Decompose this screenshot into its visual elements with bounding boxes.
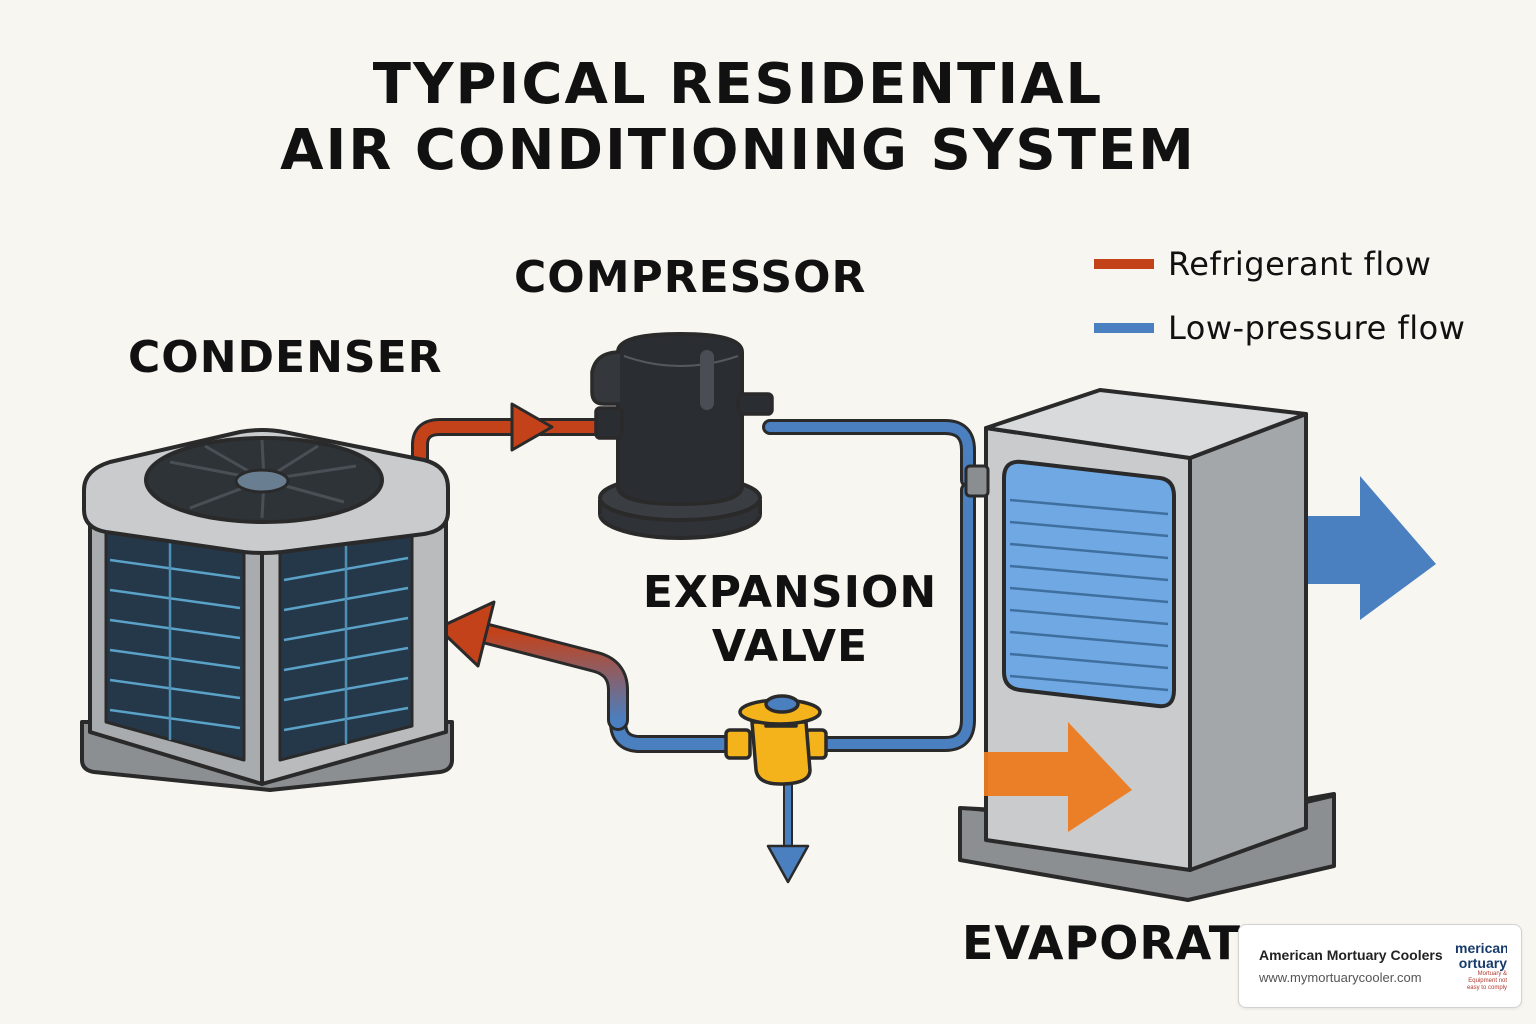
expansion-valve-label: EXPANSION VALVE <box>640 566 940 674</box>
compressor-label: COMPRESSOR <box>514 252 867 303</box>
legend: Refrigerant flow Low-pressure flow <box>1094 244 1465 372</box>
refrigerant-arrow-return <box>436 600 496 668</box>
refrigerant-arrow-top <box>510 402 554 452</box>
condenser-label: CONDENSER <box>128 332 443 383</box>
low-pressure-pipe-bottom <box>609 691 739 753</box>
cool-air-out-arrow <box>1308 476 1436 620</box>
legend-item-low-pressure: Low-pressure flow <box>1094 308 1465 348</box>
drain-arrow <box>766 844 810 884</box>
legend-item-refrigerant: Refrigerant flow <box>1094 244 1465 284</box>
logo-text-line-1: merican <box>1455 941 1507 956</box>
company-logo-icon: merican ortuary Mortuary & Equipment not… <box>1455 941 1507 991</box>
diagram-title: TYPICAL RESIDENTIAL AIR CONDITIONING SYS… <box>0 52 1476 184</box>
watermark-name: American Mortuary Coolers <box>1259 947 1443 963</box>
logo-small-text: Mortuary & Equipment not easy to comply <box>1466 971 1507 991</box>
compressor-unit <box>590 332 774 540</box>
legend-label-low-pressure: Low-pressure flow <box>1168 309 1466 347</box>
expansion-valve <box>724 694 828 786</box>
legend-swatch-refrigerant <box>1094 259 1154 269</box>
warm-air-in-arrow <box>984 722 1132 832</box>
legend-label-refrigerant: Refrigerant flow <box>1168 245 1432 283</box>
title-line-2: AIR CONDITIONING SYSTEM <box>280 118 1196 183</box>
watermark-url[interactable]: www.mymortuarycooler.com <box>1259 970 1422 985</box>
legend-swatch-low-pressure <box>1094 323 1154 333</box>
expansion-valve-label-line-1: EXPANSION <box>642 567 938 618</box>
refrigerant-pipe-top <box>411 418 609 477</box>
evaporator-unit <box>958 388 1336 902</box>
expansion-valve-label-line-2: VALVE <box>711 621 869 672</box>
low-pressure-pipe-top <box>762 419 976 488</box>
title-line-1: TYPICAL RESIDENTIAL <box>372 52 1104 117</box>
logo-text-line-2: ortuary <box>1458 955 1507 971</box>
condenser-unit <box>80 428 454 792</box>
pipes <box>411 418 976 855</box>
watermark-badge[interactable]: American Mortuary Coolers www.mymortuary… <box>1238 924 1522 1008</box>
